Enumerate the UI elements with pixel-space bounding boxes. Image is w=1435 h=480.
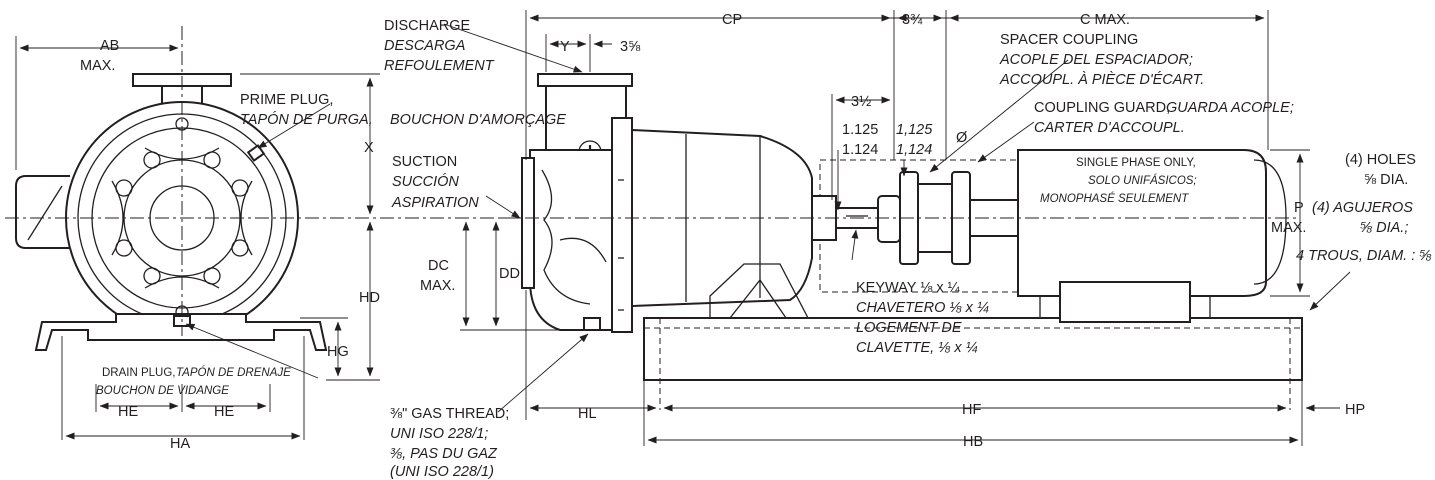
side-view <box>185 10 1351 446</box>
dim-ab: AB <box>100 38 119 54</box>
side-base-frame <box>643 317 1303 381</box>
dim-hp: HP <box>1345 402 1365 418</box>
label-coupling-guard-es: GUARDA ACOPLE; <box>1166 100 1294 116</box>
dim-three-half: 3½ <box>851 94 871 110</box>
label-gas-thread-3: ⅜, PAS DU GAZ <box>390 446 498 462</box>
label-drain-plug: DRAIN PLUG, <box>102 367 176 379</box>
label-drain-plug-fr: BOUCHON DE VIDANGE <box>96 385 229 397</box>
dim-ha: HA <box>170 436 190 452</box>
label-suction: SUCTION <box>392 154 457 170</box>
label-spacer-coupling-es: ACOPLE DEL ESPACIADOR; <box>999 52 1193 68</box>
label-suction-es: SUCCIÓN <box>392 173 459 190</box>
side-gas-thread-plug <box>583 317 601 331</box>
front-prime-plug <box>246 144 266 162</box>
label-keyway-fr-2: CLAVETTE, ⅛ x ¼ <box>856 340 978 356</box>
dim-hg: HG <box>327 344 349 360</box>
label-holes-fr: 4 TROUS, DIAM. : ⅝ <box>1296 248 1431 264</box>
side-motor <box>1017 149 1267 297</box>
dim-he-right: HE <box>214 404 234 420</box>
dim-hf: HF <box>962 402 981 418</box>
dim-x: X <box>364 140 374 156</box>
label-holes-es: (4) AGUJEROS <box>1312 200 1413 216</box>
label-suction-fr: ASPIRATION <box>391 195 479 211</box>
label-shaft-dia: Ø <box>956 130 967 146</box>
dim-hl: HL <box>578 406 597 422</box>
label-prime-plug-fr: BOUCHON D'AMORÇAGE <box>390 112 566 128</box>
label-gas-thread: ⅜" GAS THREAD; <box>390 406 509 422</box>
label-discharge-fr: REFOULEMENT <box>384 58 495 74</box>
dim-three-five-eighths: 3⅝ <box>620 39 641 55</box>
label-holes: (4) HOLES <box>1345 152 1416 168</box>
dim-ab-max: MAX. <box>80 58 115 74</box>
dim-dc-max: MAX. <box>420 278 455 294</box>
label-spacer-coupling-fr: ACCOUPL. À PIÈCE D'ÉCART. <box>999 71 1204 88</box>
dim-p: P <box>1294 200 1304 216</box>
label-gas-thread-4: (UNI ISO 228/1) <box>390 464 494 480</box>
label-spacer-coupling: SPACER COUPLING <box>1000 32 1138 48</box>
label-keyway: KEYWAY ⅛ x ¼ <box>856 280 961 296</box>
front-base-feet <box>34 313 328 351</box>
label-single-phase-2: SOLO UNIFÁSICOS; <box>1088 174 1197 187</box>
dim-hd: HD <box>359 290 380 306</box>
dim-hb: HB <box>963 434 983 450</box>
label-discharge: DISCHARGE <box>384 18 471 34</box>
label-holes-es-dia: ⅝ DIA.; <box>1360 220 1408 236</box>
dim-he-left: HE <box>118 404 138 420</box>
label-keyway-fr-1: LOGEMENT DE <box>856 320 962 336</box>
label-shaft-2-alt: 1,124 <box>896 142 932 158</box>
label-gas-thread-2: UNI ISO 228/1; <box>390 426 488 442</box>
dimension-labels: AB MAX. X HD HG HE HE HA Y 3⅝ CP 3¾ C MA… <box>80 12 1365 452</box>
dim-c-max: C MAX. <box>1080 12 1130 28</box>
label-discharge-es: DESCARGA <box>384 38 465 54</box>
label-coupling-guard-fr: CARTER D'ACCOUPL. <box>1034 120 1185 136</box>
dim-cp: CP <box>722 12 742 28</box>
dim-dd: DD <box>499 266 520 282</box>
label-drain-plug-es: TAPÓN DE DRENAJE <box>176 366 291 379</box>
label-prime-plug-es: TAPÓN DE PURGA, <box>240 111 373 128</box>
dim-p-max: MAX. <box>1271 220 1306 236</box>
label-single-phase-3: MONOPHASÉ SEULEMENT <box>1040 192 1189 205</box>
label-shaft-1: 1.125 <box>842 122 878 138</box>
dim-dc: DC <box>428 258 449 274</box>
side-motor-foot <box>1059 281 1191 323</box>
label-shaft-1-alt: 1,125 <box>896 122 933 138</box>
dim-three-three-quarters: 3¾ <box>902 12 923 28</box>
side-discharge-flange <box>537 73 633 87</box>
label-coupling-guard: COUPLING GUARD, <box>1034 100 1170 116</box>
callout-labels: DISCHARGE DESCARGA REFOULEMENT PRIME PLU… <box>96 18 1431 480</box>
label-shaft-2: 1.124 <box>842 142 878 158</box>
front-view <box>5 26 540 440</box>
label-keyway-es: CHAVETERO ⅛ x ¼ <box>856 300 989 316</box>
label-single-phase-1: SINGLE PHASE ONLY, <box>1076 157 1196 169</box>
label-prime-plug: PRIME PLUG, <box>240 92 333 108</box>
dim-y: Y <box>560 39 570 55</box>
label-holes-dia: ⅝ DIA. <box>1364 172 1408 188</box>
